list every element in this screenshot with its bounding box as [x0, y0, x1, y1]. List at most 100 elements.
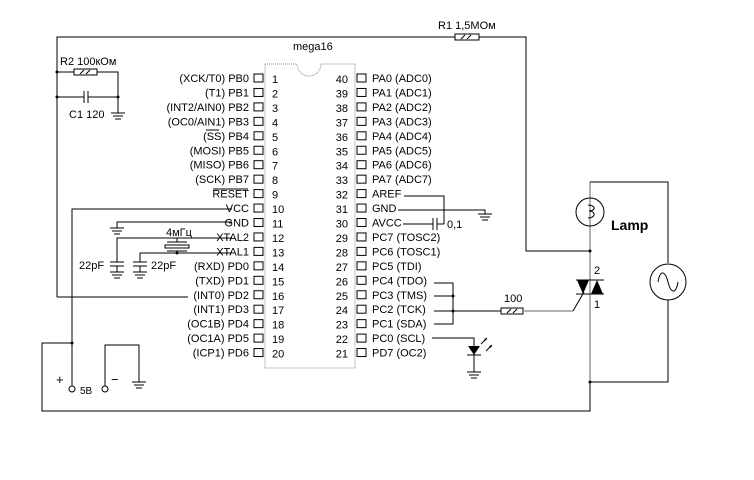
chip-pin-32: AREF 32 [336, 189, 402, 202]
pin-number: 14 [272, 262, 284, 274]
pin-label: (INT0) PD2 [193, 290, 249, 302]
pin-label: (INT1) PD3 [193, 304, 249, 316]
chip-pin-10: VCC 10 [226, 203, 284, 216]
pin-box [356, 290, 367, 300]
chip-pin-27: PC5 (TDI)27 [336, 261, 422, 274]
mega16-chip: mega16 [264, 41, 356, 369]
vcc-wire [71, 208, 232, 343]
pin-label: PC7 (TOSC2) [372, 232, 440, 244]
triac-pin1-label: 1 [594, 299, 600, 311]
pin-number: 26 [336, 276, 348, 288]
pin-box [253, 261, 264, 271]
chip-pin-37: PA3 (ADC3)37 [336, 116, 432, 129]
pin-number: 22 [336, 334, 348, 346]
r1-label: R1 1,5МОм [438, 20, 496, 32]
pin-number: 16 [272, 291, 284, 303]
r2-c1-network: R2 100кОм C1 120 [55, 37, 125, 297]
cap-right-label: 22pF [151, 260, 176, 272]
pin-number: 2 [272, 88, 278, 100]
aref-avcc-network: 0,1 [398, 195, 492, 231]
pin-box [253, 232, 264, 242]
pin-number: 27 [336, 262, 348, 274]
pin-number: 30 [336, 219, 348, 231]
pin-box [356, 73, 367, 83]
chip-pin-34: PA6 (ADC6)34 [336, 160, 432, 173]
pin-label: PA0 (ADC0) [372, 73, 432, 85]
pin-label: VCC [226, 203, 249, 215]
pin-box [356, 333, 367, 343]
pin-label: (XCK/T0) PB0 [179, 73, 249, 85]
pin-number: 4 [272, 117, 278, 129]
pin-label: PC3 (TMS) [372, 290, 427, 302]
pin-box [253, 348, 264, 358]
pin-box [356, 304, 367, 314]
pin-number: 1 [272, 74, 278, 86]
pin-number: 9 [272, 190, 278, 202]
pin-number: 32 [336, 190, 348, 202]
chip-pin-35: PA5 (ADC5)35 [336, 145, 432, 158]
lamp: Lamp [575, 181, 669, 380]
pin-box [253, 116, 264, 126]
pin-number: 37 [336, 117, 348, 129]
chip-pin-4: (OC0/AIN1) PB3 4 [168, 116, 278, 129]
supply-minus-terminal[interactable] [101, 385, 109, 393]
pin-box [253, 246, 264, 256]
chip-pin-21: PD7 (OC2)21 [336, 348, 427, 361]
chip-pin-22: PC0 (SCL) 22 [336, 333, 425, 346]
pin-label: PC0 (SCL) [372, 333, 425, 345]
gate-resistor-label: 100 [504, 293, 522, 305]
pin-label: (MISO) PB6 [190, 160, 249, 172]
chip-pin-39: PA1 (ADC1)39 [336, 87, 432, 100]
pin-number: 23 [336, 320, 348, 332]
pin-box [253, 218, 264, 227]
pin-box [356, 348, 367, 358]
pin-box [356, 189, 367, 199]
supply-plus-terminal[interactable] [68, 385, 76, 393]
pin-number: 20 [272, 349, 284, 361]
chip-pin-36: PA4 (ADC4)36 [336, 131, 432, 144]
pin-number: 25 [336, 291, 348, 303]
pin-box [253, 333, 264, 343]
pin-box [356, 131, 367, 141]
pin-box [356, 246, 367, 256]
led [432, 337, 493, 379]
pin-number: 13 [272, 247, 284, 259]
pin-number: 38 [336, 103, 348, 115]
pin-label: PC1 (SDA) [372, 319, 426, 331]
cap-left-label: 22pF [79, 260, 104, 272]
pin-box [253, 203, 264, 213]
pin-number: 24 [336, 305, 348, 317]
pin-label: (TXD) PD1 [195, 275, 249, 287]
chip-pin-23: PC1 (SDA) 23 [336, 319, 427, 332]
resistor-r1: R1 1,5МОм [438, 20, 496, 41]
pin-number: 3 [272, 103, 278, 115]
pin-label: (SS) PB4 [203, 131, 249, 143]
gate-resistor: 100 [500, 291, 585, 315]
pin-label: (INT2/AIN0) PB2 [166, 102, 249, 114]
pin-label: (OC0/AIN1) PB3 [168, 116, 249, 128]
pin-label: AREF [372, 189, 402, 201]
pin-label: PA4 (ADC4) [372, 131, 432, 143]
supply-minus-label: − [111, 372, 119, 387]
pin-box [253, 131, 264, 141]
pin-box [253, 145, 264, 155]
pin-number: 6 [272, 146, 278, 158]
pin-box [253, 275, 264, 285]
pin-box [356, 319, 367, 329]
pin-number: 10 [272, 204, 284, 216]
pin-number: 40 [336, 74, 348, 86]
pin-box [356, 160, 367, 170]
chip-pin-1: (XCK/T0) PB0 1 [179, 73, 278, 86]
